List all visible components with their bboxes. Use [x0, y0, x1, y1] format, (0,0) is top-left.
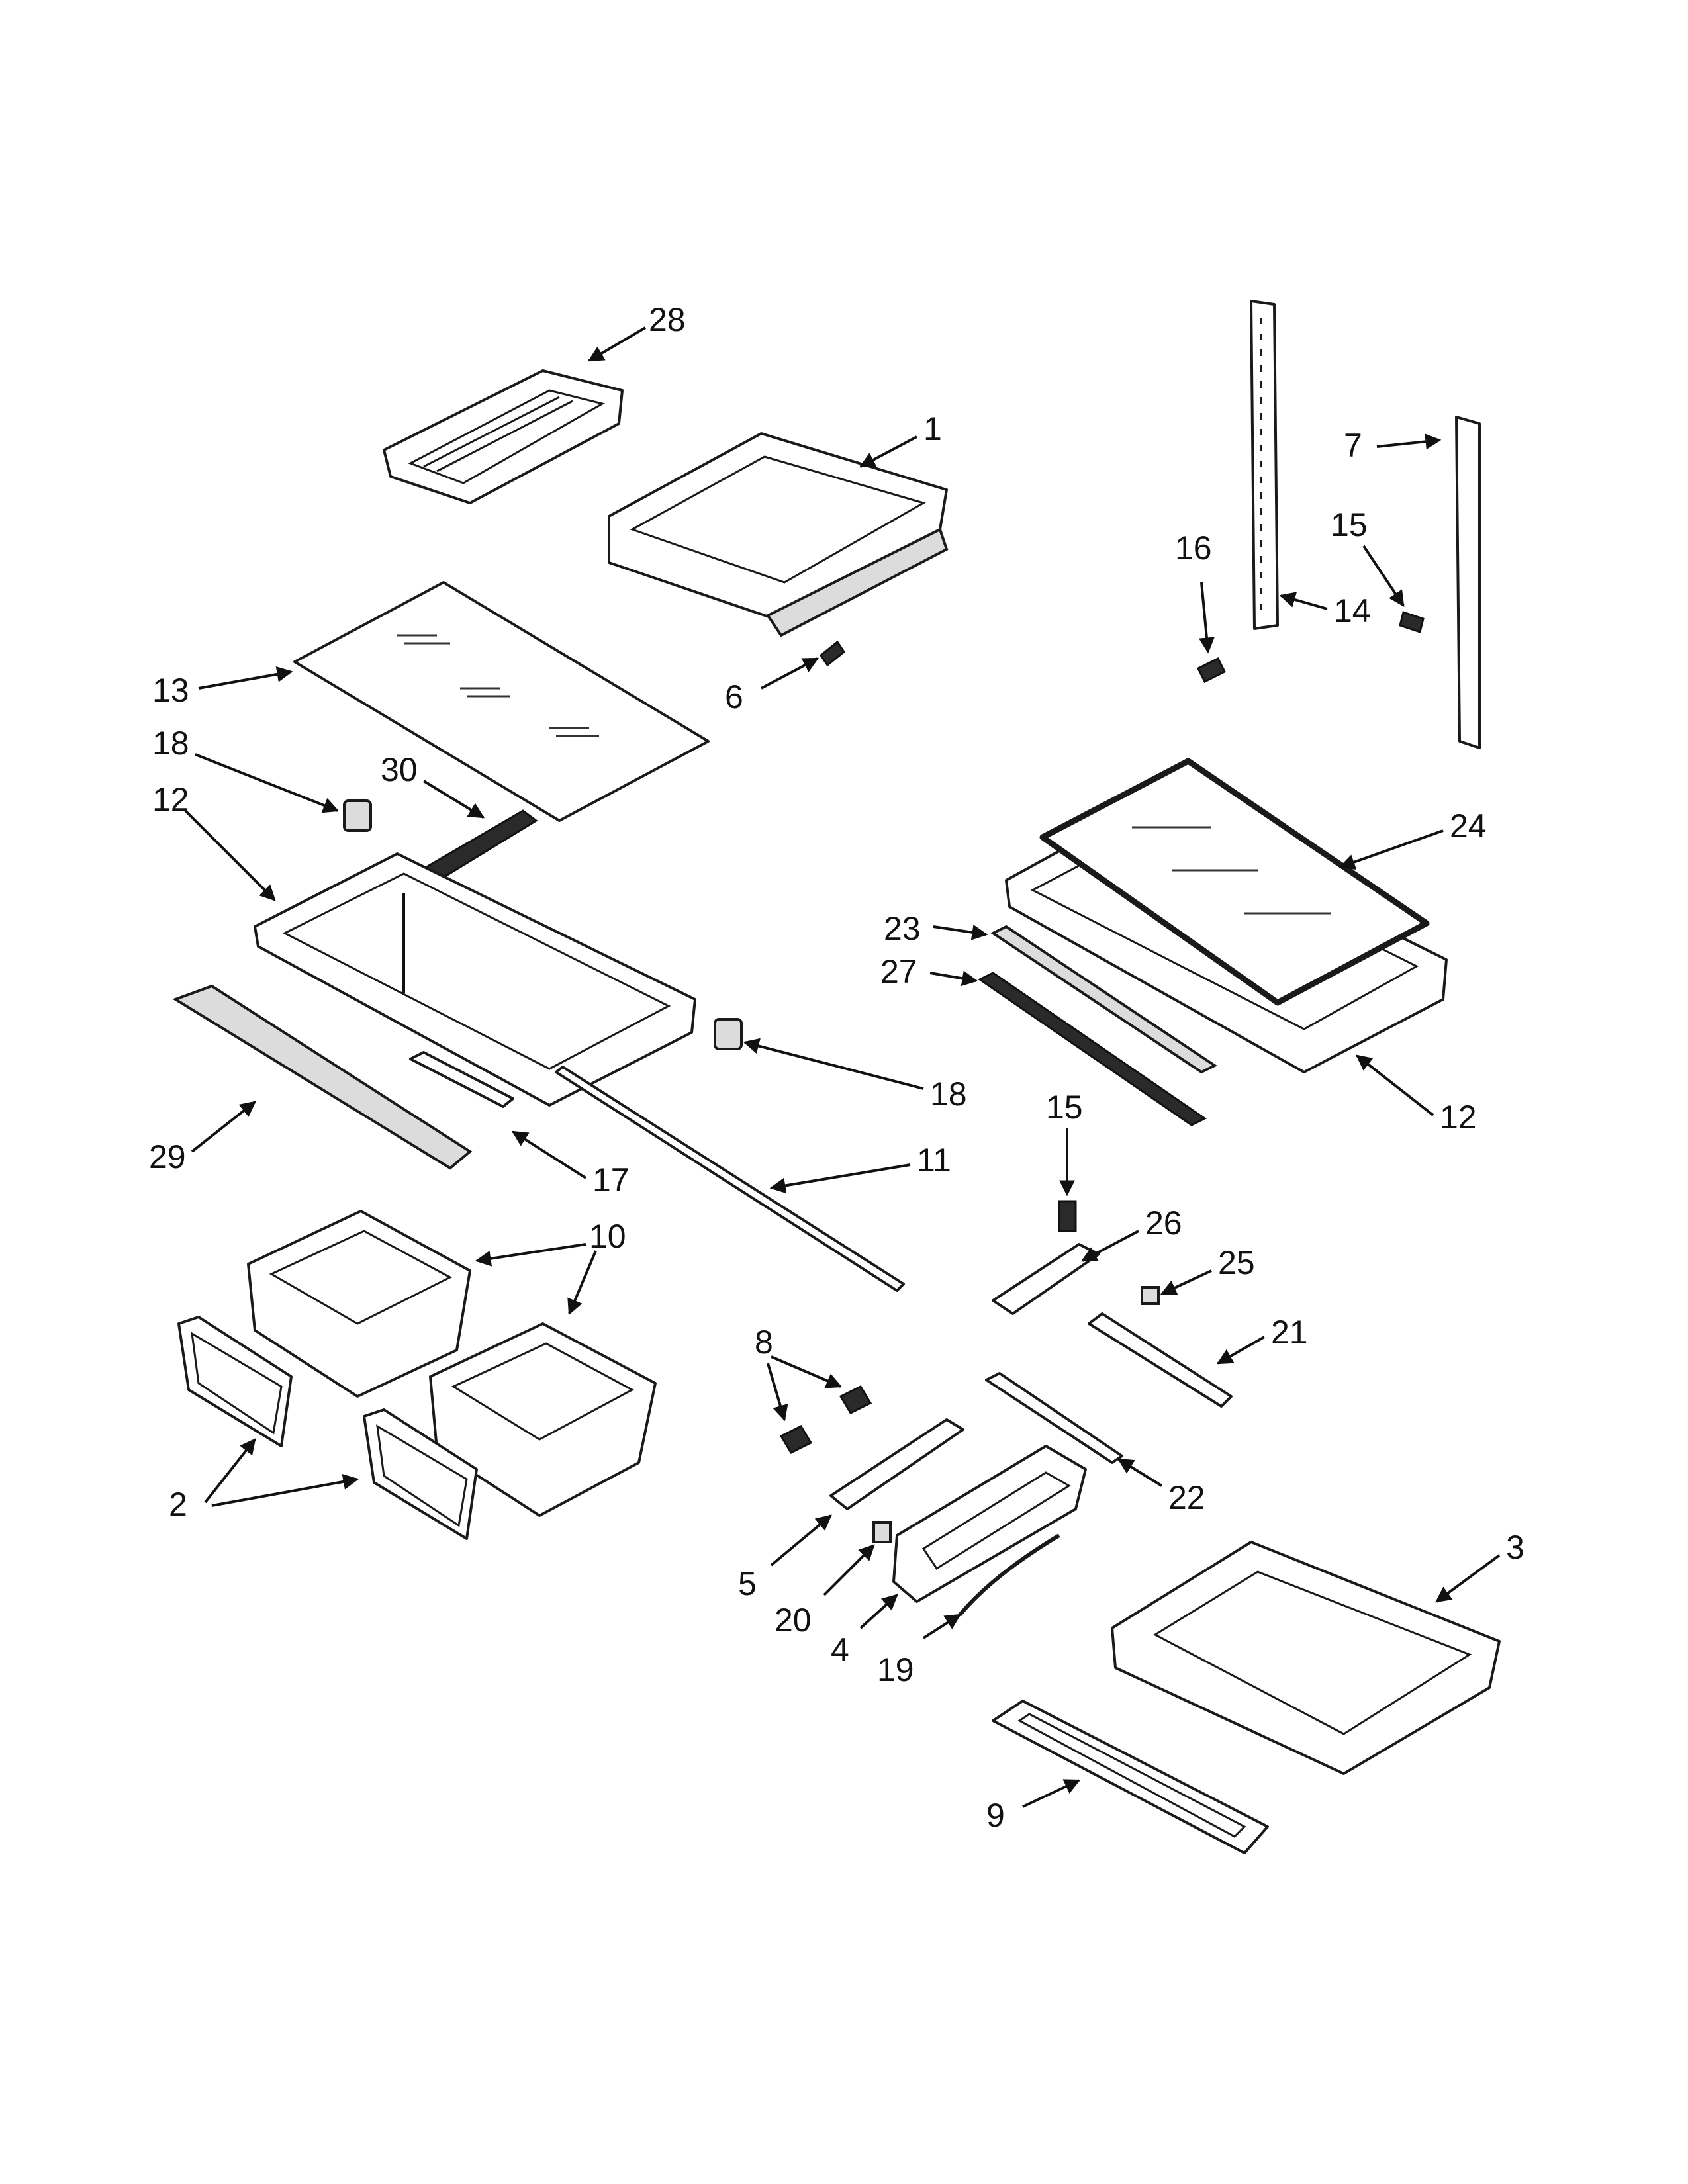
callout-12-right: 12	[1440, 1099, 1477, 1136]
callout-30: 30	[381, 751, 418, 788]
callout-24: 24	[1450, 807, 1487, 844]
callout-23: 23	[884, 910, 921, 947]
part-15-screw-top	[1399, 611, 1425, 633]
callout-14: 14	[1334, 592, 1371, 629]
callout-2: 2	[169, 1486, 187, 1523]
part-18-bracket-right	[714, 1018, 743, 1050]
part-19-wire	[958, 1533, 1060, 1616]
callout-4: 4	[831, 1631, 849, 1668]
part-25-clip	[1141, 1286, 1160, 1305]
callout-19: 19	[877, 1651, 914, 1688]
part-15-screw-lower	[1058, 1200, 1077, 1232]
callout-12-left: 12	[152, 781, 189, 818]
part-20-clip	[872, 1521, 892, 1543]
callout-15-lower: 15	[1046, 1089, 1083, 1126]
part-4-bracket-assembly	[892, 1445, 1087, 1603]
part-23-trim-strip	[990, 925, 1217, 1074]
part-16-screw	[1196, 657, 1227, 684]
part-28-door-bin	[383, 369, 624, 504]
callout-22: 22	[1168, 1479, 1205, 1516]
callout-8: 8	[755, 1324, 773, 1361]
leader-lines	[184, 326, 1501, 1808]
callout-3: 3	[1506, 1529, 1524, 1566]
part-14-shelf-rail-left	[1250, 300, 1279, 630]
callout-16: 16	[1175, 529, 1212, 567]
callout-20: 20	[774, 1602, 812, 1639]
part-8-screw-a	[839, 1385, 872, 1414]
callout-26: 26	[1145, 1205, 1182, 1242]
part-10-crisper-drawer-left	[247, 1210, 471, 1398]
callout-11: 11	[917, 1142, 951, 1179]
callout-5: 5	[738, 1565, 757, 1602]
callout-1: 1	[923, 410, 942, 447]
callout-27: 27	[880, 953, 917, 990]
part-22-slide	[985, 1372, 1123, 1464]
part-3-pantry-tray	[1111, 1541, 1501, 1775]
part-2-drawer-front-right	[363, 1408, 478, 1540]
part-2-drawer-front-left	[177, 1316, 293, 1447]
part-8-screw-b	[779, 1425, 813, 1454]
callout-15-top: 15	[1331, 506, 1368, 543]
part-29-trim	[172, 984, 473, 1170]
callout-numbers: 28 1 6 13 18 30 12 18 29 17 11 10 2 7 15…	[149, 301, 1524, 1834]
callout-7: 7	[1344, 427, 1362, 464]
part-12-shelf-frame-left	[254, 852, 696, 1107]
part-26-bracket	[992, 1243, 1100, 1315]
callout-18-right: 18	[930, 1075, 967, 1113]
callout-29: 29	[149, 1138, 186, 1175]
part-27-seal-strip	[978, 972, 1207, 1126]
callout-13: 13	[152, 672, 189, 709]
part-1-shelf-assembly	[608, 432, 949, 637]
part-6-screw	[819, 640, 846, 667]
part-9-tray-front	[992, 1700, 1269, 1854]
part-7-shelf-rail-right	[1455, 416, 1481, 749]
part-17-slide	[409, 1051, 514, 1108]
callout-10: 10	[589, 1218, 626, 1255]
part-5-bracket	[829, 1418, 964, 1510]
part-13-glass-shelf	[293, 581, 710, 822]
callout-18-left: 18	[152, 725, 189, 762]
callout-9: 9	[986, 1797, 1005, 1834]
callout-6: 6	[725, 678, 743, 715]
callout-25: 25	[1218, 1244, 1255, 1281]
part-18-bracket-left	[343, 799, 372, 832]
part-21-rail	[1088, 1312, 1233, 1408]
callout-21: 21	[1271, 1314, 1308, 1351]
callout-28: 28	[649, 301, 686, 338]
part-24-glass-shelf	[1039, 758, 1430, 1006]
callout-17: 17	[592, 1161, 630, 1199]
part-11-rod	[555, 1066, 905, 1292]
